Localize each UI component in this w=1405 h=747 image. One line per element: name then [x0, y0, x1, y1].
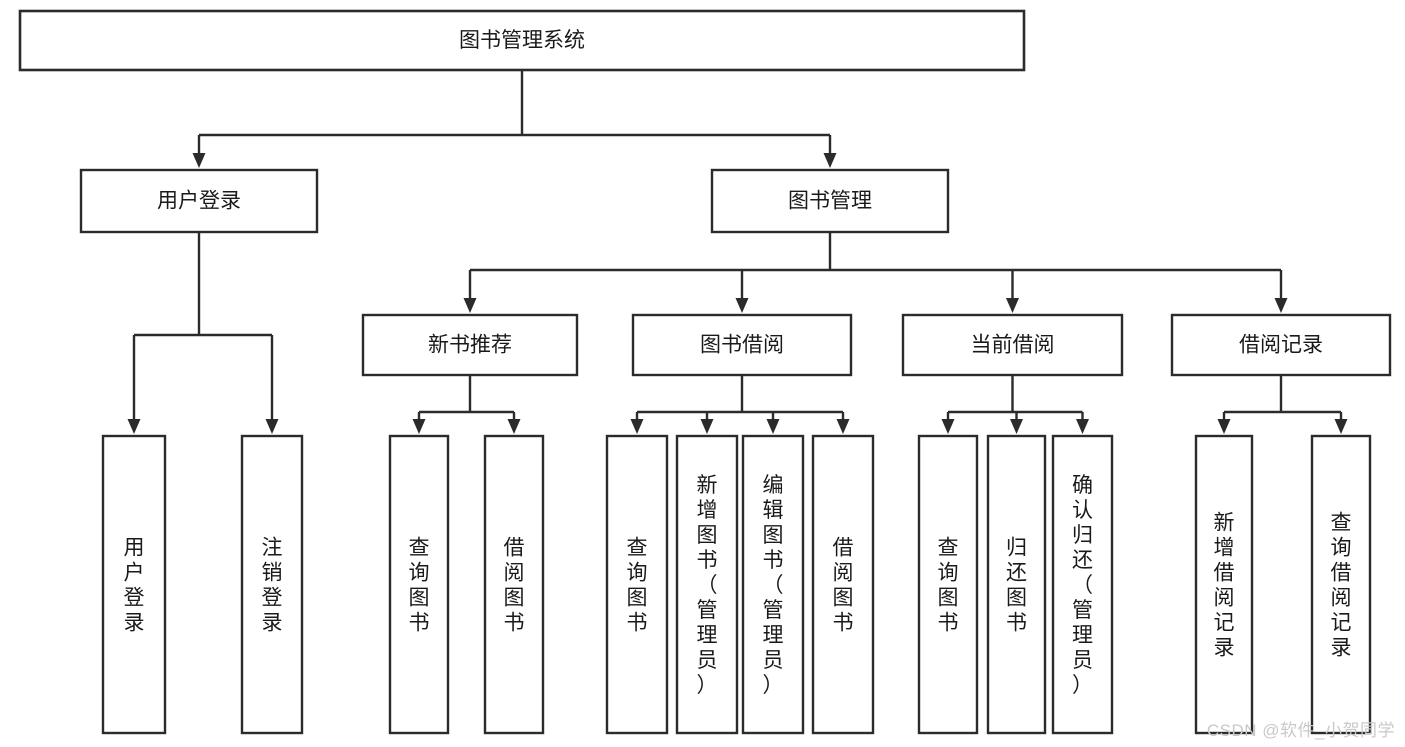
arrow-head-icon — [412, 419, 426, 434]
node-leaf-rec-search[interactable]: 查询借阅记录 — [1310, 434, 1372, 735]
node-leaf-borrow-query[interactable]: 查询图书 — [605, 434, 669, 735]
node-leaf-rec-borrow[interactable]: 借阅图书 — [483, 434, 545, 735]
node-leaf-cur-query[interactable]: 查询图书 — [917, 434, 979, 735]
node-box-leaf-user-login — [101, 434, 167, 735]
node-label-book-manage: 图书管理 — [788, 190, 872, 213]
node-new-book-rec[interactable]: 新书推荐 — [361, 313, 579, 377]
arrow-head-icon — [1334, 419, 1348, 434]
node-label-leaf-borrow-add: 新增图书（管理员） — [697, 474, 718, 697]
arrow-head-icon — [700, 419, 714, 434]
node-leaf-user-logout[interactable]: 注销登录 — [240, 434, 304, 735]
node-box-leaf-cur-confirm — [1051, 434, 1114, 735]
node-box-user-login — [79, 168, 319, 234]
node-box-leaf-cur-query — [917, 434, 979, 735]
node-current-borrow[interactable]: 当前借阅 — [901, 313, 1124, 377]
node-leaf-cur-confirm[interactable]: 确认归还（管理员） — [1051, 434, 1114, 735]
node-box-leaf-rec-borrow — [483, 434, 545, 735]
arrow-head-icon — [836, 419, 850, 434]
node-label-leaf-user-login: 用户登录 — [124, 537, 145, 635]
arrow-head-icon — [1076, 419, 1089, 434]
node-label-current-borrow: 当前借阅 — [971, 334, 1055, 357]
node-label-leaf-borrow-lend: 借阅图书 — [833, 537, 854, 635]
node-box-leaf-borrow-lend — [811, 434, 875, 735]
node-label-leaf-rec-borrow: 借阅图书 — [504, 537, 525, 635]
node-label-new-book-rec: 新书推荐 — [428, 334, 512, 357]
arrow-head-icon — [192, 153, 206, 168]
arrow-head-icon — [1217, 419, 1231, 434]
node-book-manage[interactable]: 图书管理 — [710, 168, 950, 234]
node-layer: 图书管理系统用户登录图书管理新书推荐图书借阅当前借阅借阅记录用户登录注销登录查询… — [18, 9, 1392, 735]
arrow-head-icon — [1274, 298, 1288, 313]
node-label-user-login: 用户登录 — [157, 190, 241, 213]
node-box-leaf-rec-search — [1310, 434, 1372, 735]
arrow-head-icon — [941, 419, 955, 434]
node-label-leaf-borrow-query: 查询图书 — [627, 537, 648, 635]
node-box-new-book-rec — [361, 313, 579, 377]
arrow-head-icon — [265, 419, 279, 434]
node-label-borrow-record: 借阅记录 — [1239, 334, 1323, 357]
arrow-head-icon — [507, 419, 521, 434]
node-box-leaf-rec-add — [1194, 434, 1254, 735]
node-box-leaf-rec-query — [388, 434, 450, 735]
node-leaf-borrow-add[interactable]: 新增图书（管理员） — [675, 434, 739, 735]
arrow-head-icon — [463, 298, 477, 313]
node-leaf-cur-return[interactable]: 归还图书 — [986, 434, 1047, 735]
node-label-leaf-rec-add: 新增借阅记录 — [1214, 512, 1235, 660]
arrow-head-icon — [735, 298, 749, 313]
node-label-leaf-user-logout: 注销登录 — [262, 537, 283, 635]
node-leaf-rec-add[interactable]: 新增借阅记录 — [1194, 434, 1254, 735]
node-box-current-borrow — [901, 313, 1124, 377]
node-label-leaf-rec-search: 查询借阅记录 — [1331, 512, 1352, 660]
node-label-root: 图书管理系统 — [459, 29, 585, 52]
node-label-leaf-rec-query: 查询图书 — [409, 537, 430, 635]
node-box-leaf-user-logout — [240, 434, 304, 735]
arrow-head-icon — [127, 419, 141, 434]
arrow-head-icon — [1006, 298, 1019, 313]
node-box-root — [18, 9, 1026, 72]
node-box-leaf-borrow-query — [605, 434, 669, 735]
node-box-leaf-borrow-add — [675, 434, 739, 735]
node-box-borrow-record — [1170, 313, 1392, 377]
node-leaf-borrow-edit[interactable]: 编辑图书（管理员） — [741, 434, 805, 735]
arrow-head-icon — [823, 153, 837, 168]
node-box-leaf-cur-return — [986, 434, 1047, 735]
watermark-text: CSDN @软件_小贺同学 — [1206, 721, 1395, 740]
arrow-head-icon — [1010, 419, 1023, 434]
node-book-borrow[interactable]: 图书借阅 — [631, 313, 853, 377]
node-box-book-manage — [710, 168, 950, 234]
node-leaf-borrow-lend[interactable]: 借阅图书 — [811, 434, 875, 735]
node-leaf-user-login[interactable]: 用户登录 — [101, 434, 167, 735]
arrow-head-icon — [766, 419, 780, 434]
node-label-leaf-cur-query: 查询图书 — [938, 537, 959, 635]
node-user-login[interactable]: 用户登录 — [79, 168, 319, 234]
node-label-leaf-cur-confirm: 确认归还（管理员） — [1072, 474, 1093, 697]
node-label-leaf-cur-return: 归还图书 — [1006, 537, 1027, 635]
node-borrow-record[interactable]: 借阅记录 — [1170, 313, 1392, 377]
arrow-head-icon — [630, 419, 644, 434]
connector-layer — [127, 70, 1348, 434]
node-leaf-rec-query[interactable]: 查询图书 — [388, 434, 450, 735]
node-box-book-borrow — [631, 313, 853, 377]
node-box-leaf-borrow-edit — [741, 434, 805, 735]
node-root[interactable]: 图书管理系统 — [18, 9, 1026, 72]
node-label-leaf-borrow-edit: 编辑图书（管理员） — [763, 474, 784, 697]
node-label-book-borrow: 图书借阅 — [700, 334, 784, 357]
